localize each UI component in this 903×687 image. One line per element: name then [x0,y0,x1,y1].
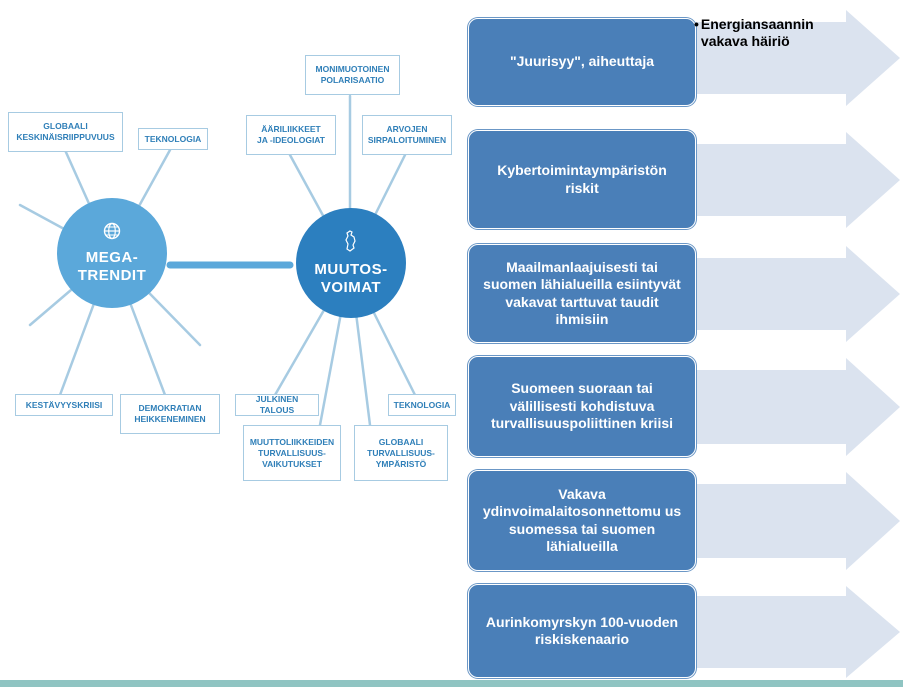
scenario-bullet: • Energiansaannin vakava häiriö [694,16,834,50]
force-tag: TEKNOLOGIA [388,394,456,416]
scenario-box: Suomeen suoraan tai välillisesti kohdist… [468,356,696,457]
megatrends-hub-label: MEGA- TRENDIT [77,248,147,284]
megatrend-tag: DEMOKRATIAN HEIKKENEMINEN [120,394,220,434]
scenario-box: "Juurisyy", aiheuttaja [468,18,696,106]
driving-forces-hub-label: MUUTOS- VOIMAT [314,260,388,296]
scenario-row: Aurinkomyrskyn 100-vuoden riskiskenaario [468,582,903,680]
scenario-row: Vakava ydinvoimalaitosonnettomu us suome… [468,468,903,574]
bottom-accent-bar [0,680,903,687]
force-tag: ARVOJEN SIRPALOITUMINEN [362,115,452,155]
megatrend-tag: TEKNOLOGIA [138,128,208,150]
megatrend-tag: KESTÄVYYSKRIISI [15,394,113,416]
arrow-shape [673,246,900,342]
scenario-box: Maailmanlaajuisesti tai suomen lähialuei… [468,244,696,343]
mindmap-connectors [18,94,417,427]
scenario-row: "Juurisyy", aiheuttaja • Energiansaannin… [468,8,903,108]
arrow-shape [673,132,900,228]
scenario-box: Kybertoimintaympäristön riskit [468,130,696,229]
finland-map-icon [343,229,359,257]
arrow-shape [673,472,900,570]
scenario-box: Vakava ydinvoimalaitosonnettomu us suome… [468,470,696,571]
bullet-dot-icon: • [694,16,699,32]
scenario-bullet-text: Energiansaannin vakava häiriö [700,16,814,49]
scenario-row: Suomeen suoraan tai välillisesti kohdist… [468,354,903,460]
megatrends-hub: MEGA- TRENDIT [57,198,167,308]
arrow-shape [673,586,900,678]
force-tag: GLOBAALI TURVALLISUUS- YMPÄRISTÖ [354,425,448,481]
scenario-box: Aurinkomyrskyn 100-vuoden riskiskenaario [468,584,696,678]
scenario-row: Maailmanlaajuisesti tai suomen lähialuei… [468,242,903,346]
force-tag: ÄÄRILIIKKEET JA -IDEOLOGIAT [246,115,336,155]
globe-icon [103,222,121,245]
driving-forces-hub: MUUTOS- VOIMAT [296,208,406,318]
force-tag: MUUTTOLIIKKEIDEN TURVALLISUUS- VAIKUTUKS… [243,425,341,481]
arrow-shape [673,10,900,106]
force-tag: JULKINEN TALOUS [235,394,319,416]
scenario-row: Kybertoimintaympäristön riskit [468,128,903,232]
megatrend-tag: GLOBAALI KESKINÄISRIIPPUVUUS [8,112,123,152]
force-tag: MONIMUOTOINEN POLARISAATIO [305,55,400,95]
arrow-shape [673,358,900,456]
